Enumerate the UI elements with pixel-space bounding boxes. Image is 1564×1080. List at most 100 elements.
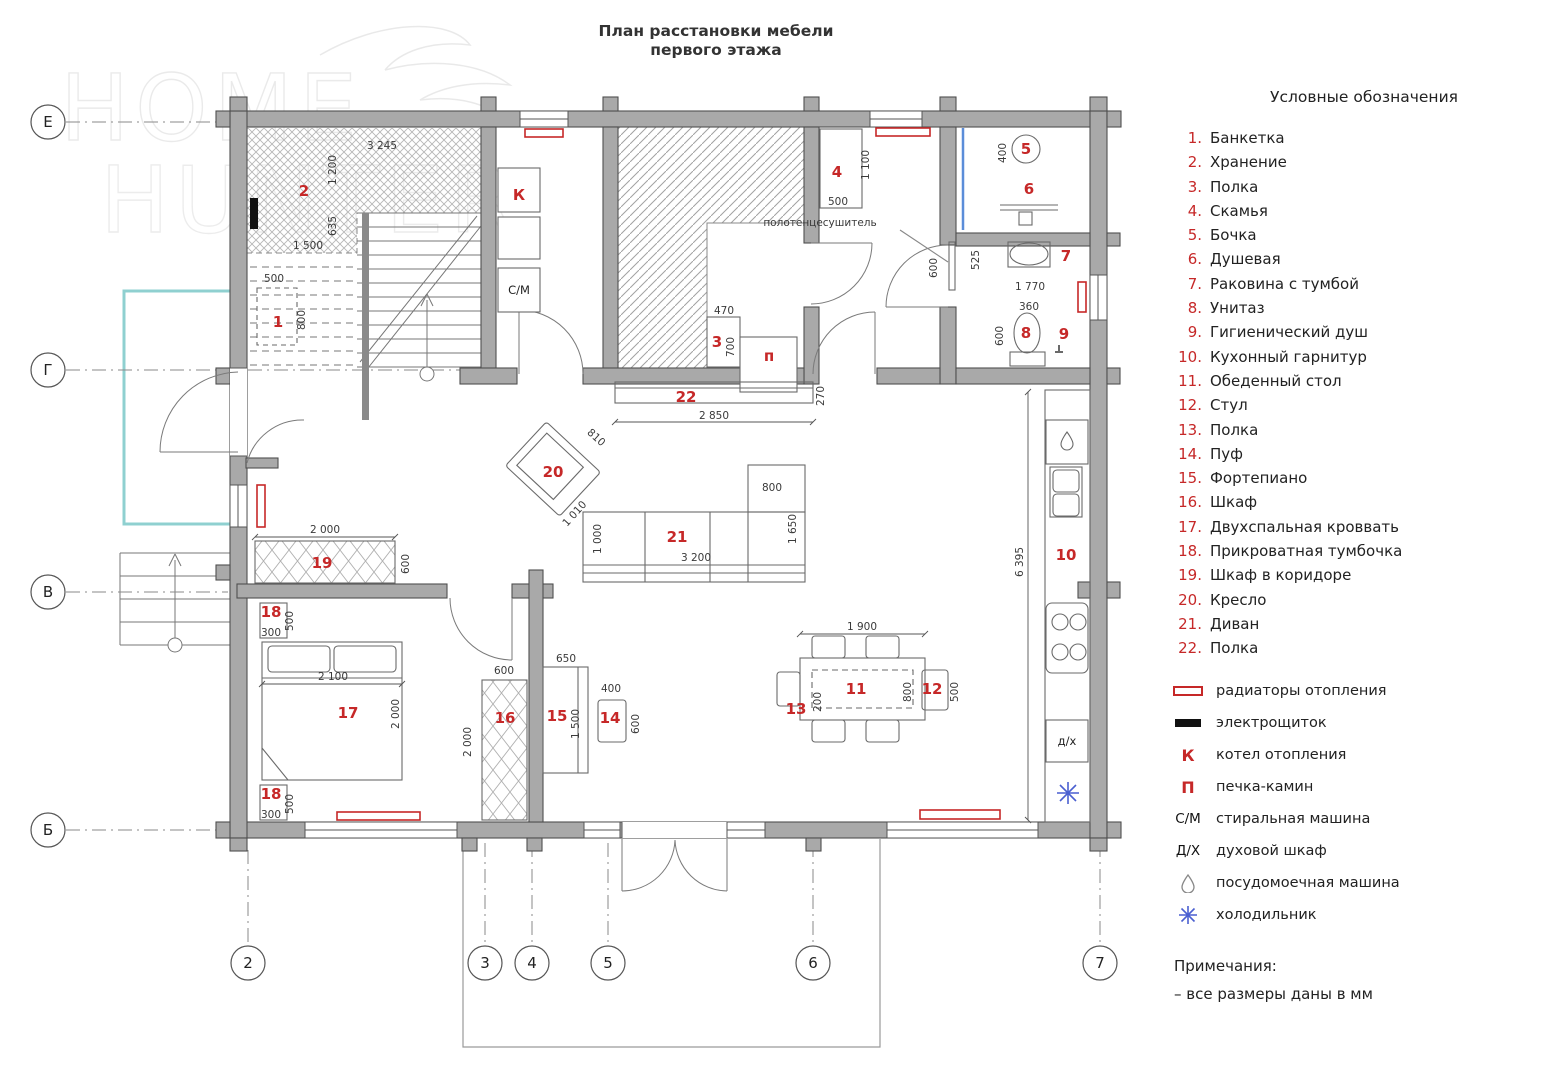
legend-item: 20.Кресло (1178, 590, 1267, 609)
chair (865, 635, 900, 659)
radiator-icon (919, 809, 1001, 820)
legend-symbol-electro: электрощиток (1166, 708, 1562, 739)
svg-text:5: 5 (1021, 140, 1031, 158)
svg-text:7: 7 (1061, 247, 1071, 265)
legend-item: 19.Шкаф в коридоре (1178, 566, 1352, 585)
svg-text:1 010: 1 010 (560, 499, 589, 529)
radiator-icon (875, 127, 931, 137)
svg-text:810: 810 (585, 427, 608, 449)
svg-text:7: 7 (1095, 954, 1105, 972)
svg-text:635: 635 (327, 216, 339, 236)
svg-text:500: 500 (949, 682, 961, 702)
electrical-panel-icon (250, 198, 258, 229)
legend-item: 17.Двухспальная кроввать (1178, 517, 1399, 536)
furniture (254, 128, 1091, 823)
svg-text:500: 500 (284, 794, 296, 814)
boiler-unit (497, 167, 541, 213)
svg-text:800: 800 (762, 482, 782, 494)
chair (865, 719, 900, 743)
sauna-hatch (618, 127, 804, 380)
svg-text:500: 500 (264, 273, 284, 285)
radiator-icon (1173, 686, 1203, 697)
terrace-outline (462, 839, 881, 1048)
svg-text:500: 500 (284, 611, 296, 631)
furniture-number-labels: 2 1 3 4 5 6 7 8 9 10 11 12 13 14 15 16 1… (261, 140, 1077, 803)
kitchen-counter (1044, 389, 1091, 823)
legend-item: 3.Полка (1187, 177, 1259, 196)
svg-text:1 650: 1 650 (787, 514, 799, 544)
svg-text:2 000: 2 000 (310, 524, 340, 536)
svg-text:6: 6 (1024, 180, 1034, 198)
wardrobe (481, 679, 528, 821)
sink-cabinet (1007, 241, 1051, 268)
radiator-icon (336, 811, 421, 821)
dishwasher (1045, 419, 1089, 465)
title-line-1: План расстановки мебели (598, 22, 834, 40)
oven-mark: д/х (1058, 734, 1077, 748)
stove-top (1045, 602, 1089, 674)
radiator-icon (1077, 281, 1087, 313)
svg-text:3: 3 (712, 333, 722, 351)
svg-text:В: В (43, 583, 53, 601)
svg-text:470: 470 (714, 305, 734, 317)
sofa (582, 464, 806, 583)
sink (1009, 242, 1049, 266)
svg-text:13: 13 (786, 700, 807, 718)
porch-steps (119, 552, 234, 653)
svg-text:600: 600 (994, 326, 1006, 346)
notes-block: Примечания: – все размеры даны в мм (1174, 952, 1373, 1008)
svg-text:3 200: 3 200 (681, 552, 711, 564)
svg-text:Е: Е (43, 113, 52, 131)
svg-text:Г: Г (43, 361, 52, 379)
double-bed (261, 641, 403, 781)
svg-text:12: 12 (922, 680, 943, 698)
legend-item: 22.Полка (1178, 639, 1259, 658)
svg-text:800: 800 (902, 682, 914, 702)
svg-text:5: 5 (603, 954, 613, 972)
svg-text:200: 200 (812, 692, 824, 712)
hygienic-shower-icon (1055, 345, 1063, 353)
svg-text:19: 19 (312, 554, 333, 572)
legend-title: Условные обозначения (1270, 88, 1458, 106)
stairs (250, 212, 482, 420)
legend-item: 12.Стул (1178, 396, 1248, 415)
legend-symbol-fridge: холодильник (1166, 900, 1562, 931)
svg-text:3: 3 (480, 954, 490, 972)
svg-text:10: 10 (1056, 546, 1077, 564)
svg-text:3 245: 3 245 (367, 140, 397, 152)
svg-text:2 000: 2 000 (390, 699, 402, 729)
svg-text:14: 14 (600, 709, 621, 727)
svg-text:1 200: 1 200 (327, 155, 339, 185)
chair (811, 635, 846, 659)
legend-item: 10.Кухонный гарнитур (1178, 347, 1367, 366)
legend-item: 8.Унитаз (1187, 299, 1265, 318)
legend-symbol-radiator: радиаторы отопления (1166, 676, 1562, 707)
shelf-22 (614, 381, 814, 404)
svg-text:800: 800 (296, 310, 308, 330)
svg-text:20: 20 (543, 463, 564, 481)
svg-text:6 395: 6 395 (1014, 547, 1026, 577)
svg-text:2: 2 (299, 182, 309, 200)
legend-item: 5.Бочка (1187, 226, 1257, 245)
svg-text:2 850: 2 850 (699, 410, 729, 422)
barrel (1011, 134, 1041, 164)
legend-item: 14.Пуф (1178, 444, 1243, 463)
chair (811, 719, 846, 743)
stove-mark: п (764, 347, 774, 365)
legend-item: 18.Прикроватная тумбочка (1178, 542, 1403, 561)
legend-item: 13.Полка (1178, 420, 1259, 439)
legend-item: 4.Скамья (1187, 201, 1268, 220)
svg-text:15: 15 (547, 707, 568, 725)
fridge-icon (1057, 782, 1079, 804)
svg-text:18: 18 (261, 603, 282, 621)
svg-text:400: 400 (601, 683, 621, 695)
boiler-sign: К (1181, 745, 1195, 765)
towel-dryer (948, 241, 956, 291)
doors (159, 242, 949, 892)
legend-symbol-dishwasher: посудомоечная машина (1166, 868, 1562, 899)
svg-text:500: 500 (828, 196, 848, 208)
